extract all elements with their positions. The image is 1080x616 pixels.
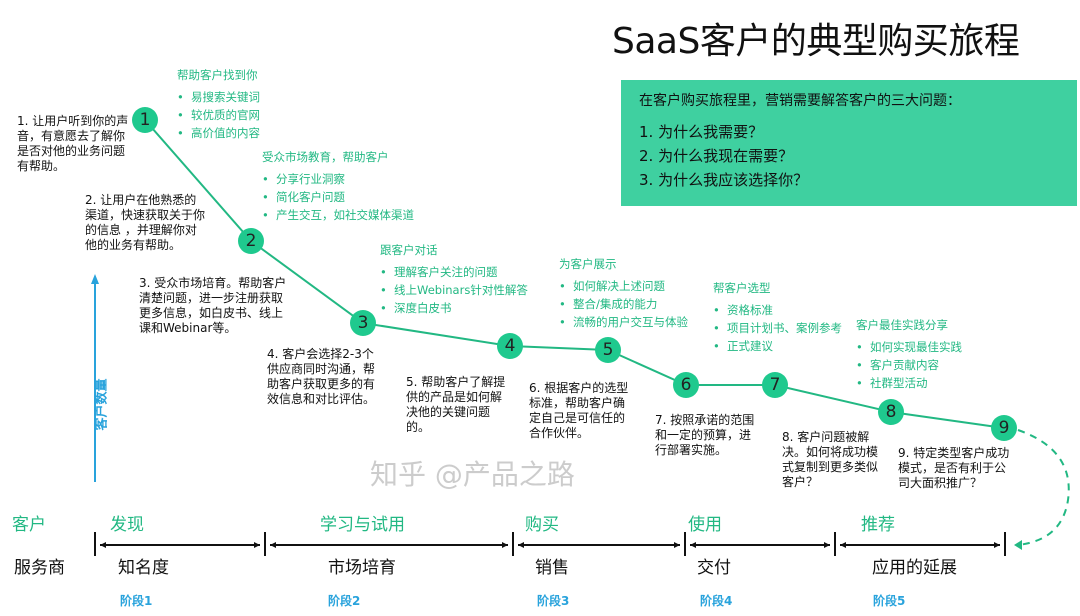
- action-item: 线上Webinars针对性解答: [380, 281, 528, 299]
- action-item: 产生交互，如社交媒体渠道: [262, 206, 414, 224]
- step-node-7: 7: [762, 372, 788, 398]
- timeline-axis: [94, 532, 1006, 556]
- question-item: 1. 为什么我需要？: [639, 123, 764, 141]
- action-item: 社群型活动: [856, 374, 962, 392]
- provider-stage: 知名度: [118, 558, 169, 578]
- action-title: 客户最佳实践分享: [856, 318, 948, 332]
- action-item: 资格标准: [713, 301, 842, 319]
- return-dashed-arrow: [1017, 429, 1070, 546]
- step-note-7: 7. 按照承诺的范围和一定的预算，进行部署实施。: [655, 413, 755, 457]
- step-note-3: 3. 受众市场培育。帮助客户清楚问题，进一步注册获取更多信息，如白皮书、线上课和…: [139, 276, 287, 335]
- action-item: 易搜索关键词: [177, 88, 260, 106]
- action-item: 整合/集成的能力: [559, 295, 688, 313]
- customer-stage: 使用: [688, 515, 722, 535]
- action-title: 跟客户对话: [380, 243, 438, 257]
- step-note-9: 9. 特定类型客户成功模式，是否有利于公司大面积推广？: [898, 446, 1010, 490]
- step-node-4: 4: [497, 333, 523, 359]
- step-node-1: 1: [132, 107, 158, 133]
- step-note-1: 1. 让用户听到你的声音，有意愿去了解你是否对他的业务问题有帮助。: [17, 114, 129, 173]
- provider-stage: 市场培育: [328, 558, 396, 578]
- question-heading: 在客户购买旅程里，营销需要解答客户的三大问题：: [639, 93, 961, 109]
- phase-label: 阶段4: [700, 594, 733, 608]
- action-item: 理解客户关注的问题: [380, 263, 528, 281]
- action-item: 深度白皮书: [380, 299, 528, 317]
- customer-label: 客户: [12, 515, 46, 535]
- y-axis-arrowhead-icon: [91, 274, 99, 284]
- step-node-6: 6: [673, 372, 699, 398]
- action-title: 帮客户选型: [713, 281, 771, 295]
- question-item: 3. 为什么我应该选择你？: [639, 171, 809, 189]
- provider-label: 服务商: [14, 558, 65, 578]
- y-axis-label: 客户数量: [94, 378, 110, 431]
- step-node-9: 9: [991, 415, 1017, 441]
- provider-stage: 销售: [535, 558, 569, 578]
- action-block-2: 受众市场教育，帮助客户 分享行业洞察 简化客户问题 产生交互，如社交媒体渠道: [262, 148, 414, 224]
- step-node-5: 5: [595, 337, 621, 363]
- step-note-5: 5. 帮助客户了解提供的产品是如何解决他的关键问题的。: [406, 375, 506, 434]
- page-title: SaaS客户的典型购买旅程: [612, 21, 1020, 62]
- question-item: 2. 为什么我现在需要？: [639, 147, 794, 165]
- action-item: 如何解决上述问题: [559, 277, 688, 295]
- step-note-6: 6. 根据客户的选型标准，帮助客户确定自己是可信任的合作伙伴。: [529, 381, 629, 440]
- step-note-4: 4. 客户会选择2-3个供应商同时沟通，帮助客户获取更多的有效信息和对比评估。: [267, 347, 376, 406]
- customer-stage: 学习与试用: [320, 515, 405, 535]
- action-item: 客户贡献内容: [856, 356, 962, 374]
- action-title: 受众市场教育，帮助客户: [262, 150, 389, 164]
- action-item: 正式建议: [713, 337, 842, 355]
- customer-stage: 推荐: [861, 515, 895, 535]
- action-title: 为客户展示: [559, 257, 617, 271]
- step-node-3: 3: [350, 310, 376, 336]
- phase-label: 阶段2: [328, 594, 361, 608]
- action-item: 较优质的官网: [177, 106, 260, 124]
- phase-label: 阶段1: [120, 594, 153, 608]
- phase-label: 阶段3: [537, 594, 570, 608]
- action-block-6: 客户最佳实践分享 如何实现最佳实践 客户贡献内容 社群型活动: [856, 316, 962, 392]
- provider-stage: 应用的延展: [872, 558, 957, 578]
- action-block-4: 为客户展示 如何解决上述问题 整合/集成的能力 流畅的用户交互与体验: [559, 255, 688, 331]
- step-note-8: 8. 客户问题被解决。如何将成功模式复制到更多类似客户？: [782, 430, 879, 489]
- customer-stage: 购买: [525, 515, 559, 535]
- action-block-3: 跟客户对话 理解客户关注的问题 线上Webinars针对性解答 深度白皮书: [380, 241, 528, 317]
- watermark: 知乎 @产品之路: [370, 458, 575, 491]
- action-block-5: 帮客户选型 资格标准 项目计划书、案例参考 正式建议: [713, 279, 842, 355]
- action-block-1: 帮助客户找到你 易搜索关键词 较优质的官网 高价值的内容: [177, 66, 260, 142]
- step-note-2: 2. 让用户在他熟悉的渠道，快速获取关于你的信息 ，并理解你对他的业务有帮助。: [85, 193, 206, 252]
- question-box: 在客户购买旅程里，营销需要解答客户的三大问题： 1. 为什么我需要？ 2. 为什…: [621, 80, 1077, 206]
- action-item: 简化客户问题: [262, 188, 414, 206]
- action-item: 项目计划书、案例参考: [713, 319, 842, 337]
- step-node-8: 8: [878, 399, 904, 425]
- action-title: 帮助客户找到你: [177, 68, 258, 82]
- step-node-2: 2: [238, 228, 264, 254]
- customer-stage: 发现: [110, 515, 144, 535]
- action-item: 如何实现最佳实践: [856, 338, 962, 356]
- provider-stage: 交付: [697, 558, 731, 578]
- phase-label: 阶段5: [873, 594, 906, 608]
- action-item: 流畅的用户交互与体验: [559, 313, 688, 331]
- timeline-arrowheads: [100, 542, 1000, 548]
- return-arrowhead-icon: [1014, 540, 1022, 550]
- action-item: 分享行业洞察: [262, 170, 414, 188]
- action-item: 高价值的内容: [177, 124, 260, 142]
